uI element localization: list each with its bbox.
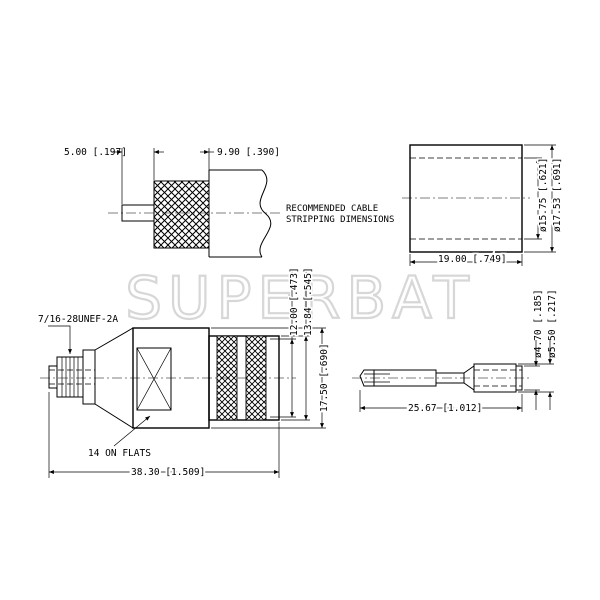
dim-ferrule-od: ø17.53 [.691] [552, 158, 563, 232]
cable-jacket [208, 169, 262, 258]
connector-neck [82, 349, 96, 405]
flats-label: 14 ON FLATS [88, 448, 151, 459]
connector-cone [94, 327, 134, 429]
thread-spec-label: 7/16-28UNEF-2A [38, 314, 118, 325]
dim-strip-left: 5.00 [.197] [64, 147, 127, 158]
thread-leader [48, 325, 72, 354]
ferrule-body [409, 144, 523, 253]
dim-pin-d1: ø4.70 [.185] [533, 289, 544, 358]
watermark-text: SUPERBAT [125, 264, 475, 332]
dim-strip-right: 9.90 [.390] [217, 147, 280, 158]
strip-note-line2: STRIPPING DIMENSIONS [286, 215, 394, 225]
dim-overall-length: 38.30 [1.509] [131, 467, 205, 478]
connector-view: 7/16-28UNEF-2A 14 ON FLATS 38.30 [1.509]… [38, 266, 332, 480]
thread-lines [61, 357, 79, 397]
strip-note-line1: RECOMMENDED CABLE [286, 204, 378, 214]
flats-leader [113, 415, 151, 447]
pin-view: 25.67 [1.012] ø4.70 [.185] ø5.50 [.217] [352, 289, 558, 416]
dim-17: 17.50 [.690] [319, 343, 330, 412]
hex-flat-cross [136, 347, 172, 411]
connector-hex-flat [136, 347, 172, 411]
pin-slot [364, 373, 390, 383]
dim-13: 13.84 [.545] [303, 267, 314, 336]
connector-pin-tip [48, 365, 58, 389]
dim-ferrule-length: 19.00 [.749] [438, 254, 507, 265]
dim-pin-length: 25.67 [1.012] [408, 403, 482, 414]
cable-stripping-view: 5.00 [.197] 9.90 [.390] RECOMMENDED CABL… [64, 147, 394, 258]
dim-12: 12.00 [.473] [289, 267, 300, 336]
dim-pin-d2: ø5.50 [.217] [547, 289, 558, 358]
cable-break-line [259, 169, 272, 258]
ferrule-view: 19.00 [.749] ø15.75 [.621] ø17.53 [.691] [402, 144, 565, 267]
cable-braid [153, 180, 210, 249]
dim-ferrule-id: ø15.75 [.621] [538, 158, 549, 232]
pin-taper [463, 365, 475, 391]
